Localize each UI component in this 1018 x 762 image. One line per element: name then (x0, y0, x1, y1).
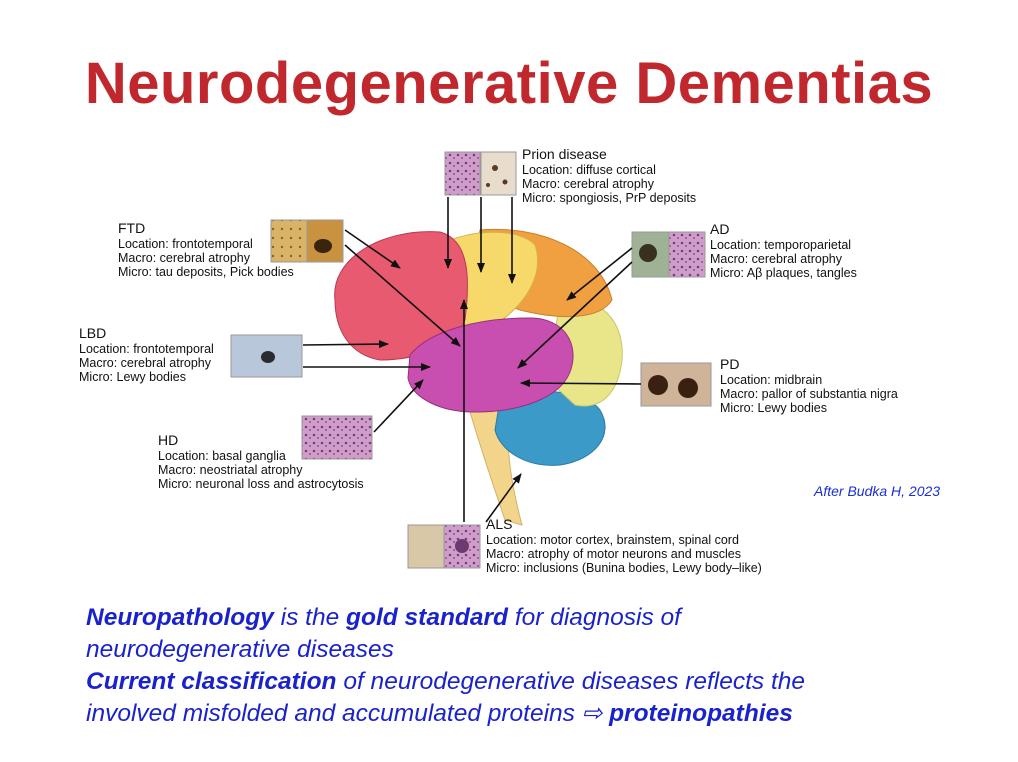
arrow (373, 379, 424, 433)
slide-title: Neurodegenerative Dementias (84, 51, 934, 116)
footer-line-1: Neuropathology is the gold standard for … (86, 604, 681, 631)
footer-line-3: Current classification of neurodegenerat… (86, 668, 806, 695)
temporal-lobe (407, 317, 574, 413)
arrow (566, 247, 633, 301)
prion-thumb-1 (444, 151, 481, 196)
prion-thumb-2 (480, 151, 517, 196)
frontal-lobe (334, 231, 468, 361)
arrow (485, 473, 522, 523)
label-hd: HD Location: basal ganglia Macro: neostr… (158, 432, 364, 491)
label-pd: PD Location: midbrain Macro: pallor of s… (720, 356, 898, 415)
footer-line-4: involved misfolded and accumulated prote… (86, 700, 793, 727)
label-lbd: LBD Location: frontotemporal Macro: cere… (79, 325, 214, 384)
credit-text: After Budka H, 2023 (814, 483, 941, 499)
footer-line-2: neurodegenerative diseases (86, 636, 394, 663)
label-als: ALS Location: motor cortex, brainstem, s… (486, 516, 762, 575)
hd-thumb (301, 415, 373, 460)
footer-text: Neuropathology is the gold standard for … (86, 602, 986, 730)
label-ad: AD Location: temporoparietal Macro: cere… (710, 221, 857, 280)
label-ftd: FTD Location: frontotemporal Macro: cere… (118, 220, 294, 279)
arrow (302, 340, 389, 349)
arrow (344, 244, 461, 347)
ad-thumb-2 (668, 231, 706, 278)
arrow (517, 261, 633, 369)
arrow (344, 229, 401, 269)
als-thumb-1 (407, 524, 445, 569)
label-prion: Prion disease Location: diffuse cortical… (522, 146, 697, 205)
arrow (520, 379, 642, 388)
right-arrow-icon: ⇨ (581, 700, 603, 727)
